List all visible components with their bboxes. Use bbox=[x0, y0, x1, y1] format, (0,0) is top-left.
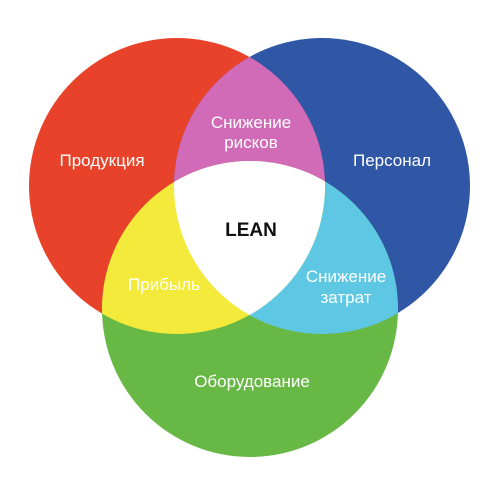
label-risk-reduction-line2: рисков bbox=[224, 133, 278, 152]
label-cost-reduction-line2: затрат bbox=[321, 288, 372, 307]
label-lean: LEAN bbox=[225, 220, 277, 241]
label-cost-reduction-line1: Снижение bbox=[306, 267, 386, 286]
label-risk-reduction-line1: Снижение bbox=[211, 113, 291, 132]
label-equipment: Оборудование bbox=[194, 372, 310, 391]
label-profit: Прибыль bbox=[128, 275, 200, 294]
label-personnel: Персонал bbox=[353, 151, 431, 170]
label-production: Продукция bbox=[59, 151, 144, 170]
